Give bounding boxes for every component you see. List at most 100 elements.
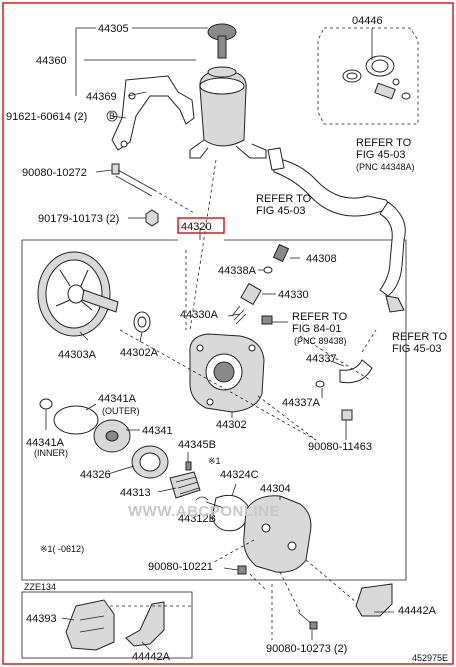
snap-ring-44312b — [195, 496, 209, 501]
label-44305: 44305 — [98, 23, 129, 35]
ref1-line1: REFER TO — [356, 137, 412, 149]
ref3-line1: REFER TO — [292, 311, 348, 323]
ref1-line2: FIG 45-03 — [356, 149, 406, 161]
pressure-hose — [379, 201, 406, 297]
reservoir-return — [235, 143, 267, 159]
label-44302: 44302 — [216, 419, 247, 431]
ref3-line3: (PNC 89438) — [294, 336, 347, 346]
label-90080-10272: 90080-10272 — [22, 167, 87, 179]
label-44345b-note: ※1 — [208, 456, 221, 466]
label-44313: 44313 — [120, 487, 151, 499]
kit-seal-4 — [374, 82, 396, 100]
label-44393: 44393 — [26, 613, 57, 625]
pulley-shaft — [81, 289, 119, 313]
rear-housing-hole — [261, 523, 271, 533]
label-44320: 44320 — [181, 221, 212, 233]
highlight-44320 — [177, 217, 225, 234]
watermark: WWW.ABCPONLINE — [128, 503, 280, 520]
label-44341: 44341 — [142, 425, 173, 437]
ref4-line1: REFER TO — [392, 331, 448, 343]
bolt-90080-10272-head — [111, 163, 120, 175]
ref2-line1: REFER TO — [256, 193, 312, 205]
label-44312b: 44312B — [178, 513, 216, 525]
mark-b-circle — [106, 110, 118, 122]
label-44308: 44308 — [306, 253, 337, 265]
seal-44302a-inner — [137, 316, 147, 328]
pin-44345b — [185, 461, 192, 471]
label-44324c: 44324C — [220, 469, 259, 481]
label-44330a: 44330A — [180, 309, 219, 321]
oring-44338a — [263, 266, 273, 274]
label-44442a-left: 44442A — [132, 651, 171, 663]
label-44303a: 44303A — [58, 349, 97, 361]
label-44337: 44337 — [306, 353, 337, 365]
hose-clamp — [267, 147, 285, 171]
label-44302a: 44302A — [120, 347, 159, 359]
cam-ring-inner — [139, 452, 161, 472]
bolt-90080-10272-b — [115, 175, 153, 197]
assembly-box-44320 — [21, 239, 407, 581]
label-44341a-inner-note: (INNER) — [34, 448, 68, 458]
footnote: ※1( -0612) — [40, 544, 84, 554]
kit-seal-1-inner — [346, 72, 358, 80]
housing-bolt-hole-2 — [248, 344, 256, 352]
label-90080-11463: 90080-11463 — [308, 441, 372, 453]
oring-44337a — [315, 380, 325, 388]
bolt-90080-10221 — [237, 565, 247, 575]
hose-fitting — [385, 295, 405, 313]
housing-bolt-hole-3 — [206, 398, 214, 406]
ref3-line2: FIG 84-01 — [292, 323, 342, 335]
label-04446: 04446 — [352, 15, 383, 27]
bracket-44442a-right — [355, 583, 393, 617]
label-44360: 44360 — [36, 55, 67, 67]
ref4-line2: FIG 45-03 — [392, 343, 442, 355]
bracket-44442a-left — [125, 601, 165, 647]
ref1-line3: (PNC 44348A) — [356, 162, 415, 172]
label-44338a: 44338A — [218, 265, 257, 277]
reservoir-neck — [207, 66, 237, 78]
ref2-line2: FIG 45-03 — [256, 205, 306, 217]
label-44369: 44369 — [86, 91, 117, 103]
label-44341a-outer: 44341A — [98, 393, 137, 405]
side-plate-hole — [105, 430, 119, 442]
label-44345b: 44345B — [178, 439, 216, 451]
label-44326: 44326 — [80, 469, 111, 481]
reservoir-bracket — [111, 75, 195, 151]
bracket-44393 — [65, 599, 115, 651]
kit-04446-box — [317, 27, 419, 125]
housing-bolt-hole — [196, 344, 204, 352]
label-44341a-outer-note: (OUTER) — [102, 406, 140, 416]
label-91621-60614: 91621-60614 (2) — [6, 111, 87, 123]
leader-lines — [45, 27, 394, 651]
label-44304: 44304 — [260, 483, 291, 495]
reservoir-tank-top — [199, 77, 245, 95]
label-90080-10273: 90080-10273 (2) — [266, 643, 347, 655]
valve-44330 — [240, 282, 262, 306]
reservoir-cap-stem — [217, 35, 227, 59]
kit-seal-5 — [401, 92, 411, 100]
label-90080-10221: 90080-10221 — [148, 561, 213, 573]
kit-seal-2-inner — [371, 59, 389, 73]
zze134-box — [21, 591, 193, 659]
label-44330: 44330 — [278, 289, 309, 301]
mark-b: B — [109, 111, 115, 121]
oring-outer — [53, 405, 99, 435]
bracket-hole — [128, 92, 136, 100]
bracket-hole-2 — [120, 140, 128, 148]
label-44442a-right: 44442A — [398, 605, 437, 617]
kit-seal-3 — [392, 78, 400, 86]
label-44337a: 44337A — [282, 397, 321, 409]
sensor-fig84 — [261, 315, 273, 325]
rotor-44313 — [169, 471, 201, 499]
pulley-spokes — [55, 269, 93, 311]
spring-44330a — [231, 305, 247, 325]
dashed-guides — [110, 159, 377, 640]
pump-housing-bore-inner — [213, 361, 235, 383]
label-44341a-inner: 44341A — [26, 437, 65, 449]
figure-number: 452975E — [412, 653, 448, 663]
rear-housing-hole-2 — [287, 541, 297, 551]
reservoir-outlet — [189, 139, 209, 159]
bolt-90080-11463 — [341, 409, 353, 421]
